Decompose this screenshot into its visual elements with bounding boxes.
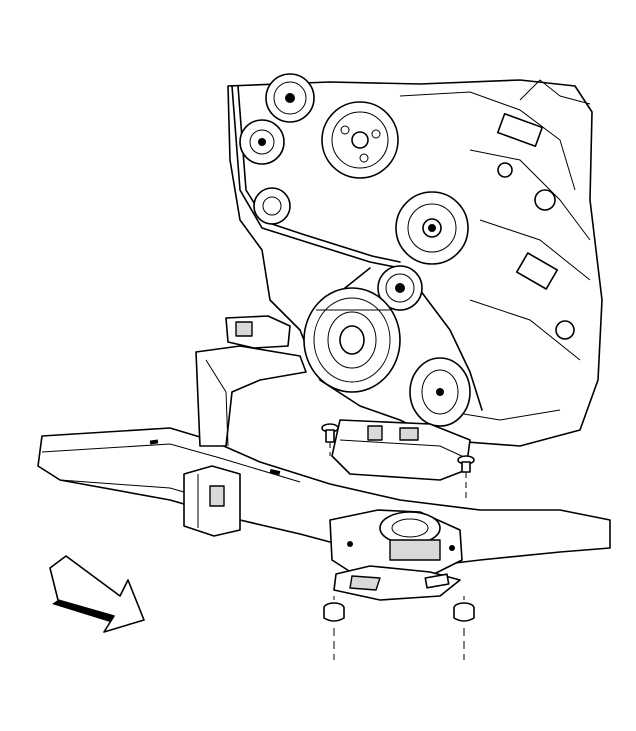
engine-cradle	[37, 315, 611, 601]
mount-bolt-upper-right	[457, 455, 475, 500]
ac-compressor-pulley	[409, 357, 471, 427]
idler-pulley-left	[253, 187, 291, 225]
tensioner-pulley	[265, 73, 315, 123]
power-steering-pulley	[321, 101, 399, 179]
engine-mount	[331, 419, 471, 481]
mount-bolt-upper-left	[321, 423, 339, 456]
mount-nut-lower-right	[453, 596, 475, 660]
crankshaft-balancer	[303, 287, 401, 393]
belt-idler-pulley	[377, 265, 423, 311]
idler-pulley-upper	[239, 119, 285, 165]
forward-arrow-icon	[49, 555, 145, 633]
mount-nut-lower-left	[323, 596, 345, 660]
alternator-pulley	[395, 191, 469, 265]
